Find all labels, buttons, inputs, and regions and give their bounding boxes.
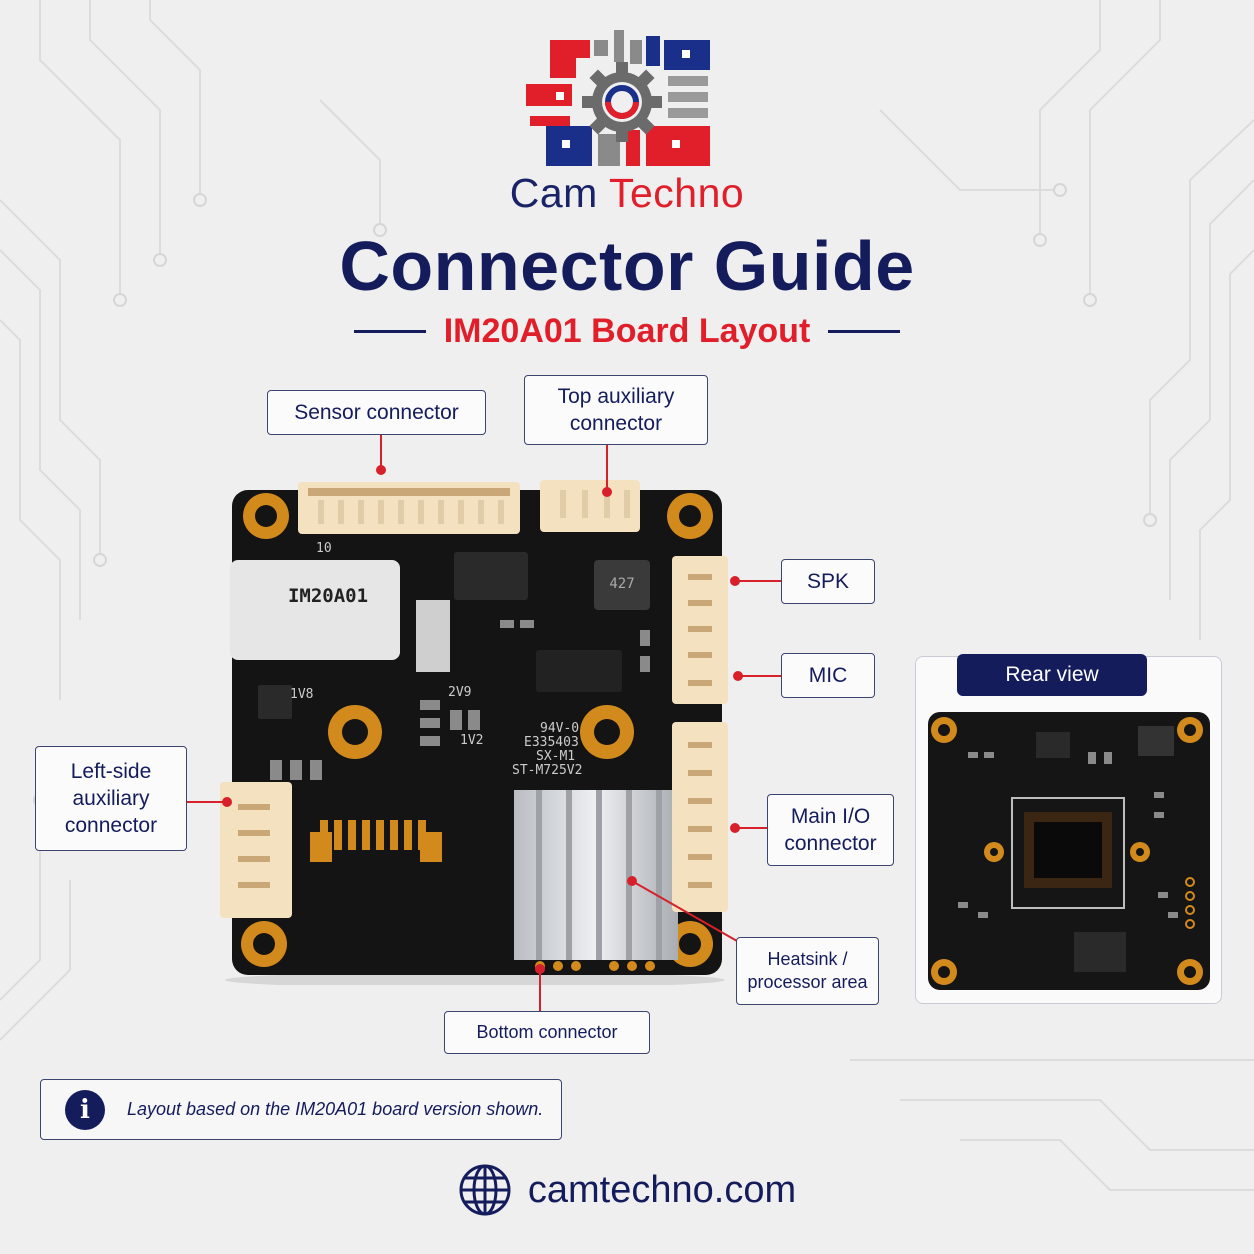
board-marking-10: 10 — [316, 541, 332, 556]
label-spk: SPK — [781, 559, 875, 604]
info-icon: i — [65, 1089, 105, 1130]
brand-name-part1: Cam — [509, 170, 598, 216]
subtitle-rule-left — [353, 329, 426, 333]
board-marking-sxm1: SX-M1 — [536, 749, 575, 764]
label-spk-text: SPK — [806, 569, 850, 593]
website-link[interactable]: camtechno.com — [527, 1168, 797, 1211]
label-mic-text: MIC — [808, 663, 848, 687]
subtitle-rule-right — [828, 329, 901, 333]
label-bottom-connector-text: Bottom connector — [476, 1021, 618, 1042]
board-marking-inductor: 427 — [609, 576, 634, 592]
footer: camtechno.com — [0, 1158, 1254, 1222]
label-mic: MIC — [781, 653, 875, 698]
board-model-marking: IM20A01 — [288, 585, 368, 607]
label-main-io-connector-text: Main I/O connector — [784, 804, 877, 855]
info-note: i Layout based on the IM20A01 board vers… — [40, 1079, 562, 1140]
rear-view-title: Rear view — [957, 654, 1147, 696]
label-bottom-connector: Bottom connector — [444, 1011, 650, 1054]
label-sensor-connector: Sensor connector — [267, 390, 486, 435]
board-marking-2v9: 2V9 — [448, 685, 471, 700]
circuit-gear-logo — [526, 30, 710, 166]
board-marking-stm725v2: ST-M725V2 — [512, 763, 582, 778]
label-left-side-auxiliary-connector-text: Left-side auxiliary connector — [64, 759, 158, 838]
board-marking-1v2: 1V2 — [460, 733, 483, 748]
page-subtitle: IM20A01 Board Layout — [443, 311, 811, 350]
label-top-auxiliary-connector: Top auxiliary connector — [524, 375, 708, 445]
board-rear-view — [928, 712, 1210, 990]
brand-name-part2: Techno — [609, 170, 745, 216]
subtitle-row: IM20A01 Board Layout — [0, 308, 1254, 354]
info-note-text: Layout based on the IM20A01 board versio… — [127, 1099, 544, 1119]
label-heatsink-processor-area-text: Heatsink / processor area — [747, 948, 868, 992]
label-heatsink-processor-area: Heatsink / processor area — [736, 937, 879, 1005]
globe-icon — [459, 1164, 511, 1216]
label-main-io-connector: Main I/O connector — [767, 794, 894, 866]
board-front-view: IM20A01 427 94V-0 E335403 SX-M1 ST-M725V… — [220, 480, 728, 985]
brand-name: Cam Techno — [0, 170, 1254, 217]
board-marking-94v0: 94V-0 — [540, 721, 579, 736]
callout-line-heatsink — [631, 880, 738, 942]
board-marking-1v8: 1V8 — [290, 687, 313, 702]
page-title: Connector Guide — [339, 227, 915, 305]
label-left-side-auxiliary-connector: Left-side auxiliary connector — [35, 746, 187, 851]
label-sensor-connector-text: Sensor connector — [294, 400, 459, 424]
board-marking-e335403: E335403 — [524, 735, 579, 750]
label-top-auxiliary-connector-text: Top auxiliary connector — [557, 384, 675, 435]
